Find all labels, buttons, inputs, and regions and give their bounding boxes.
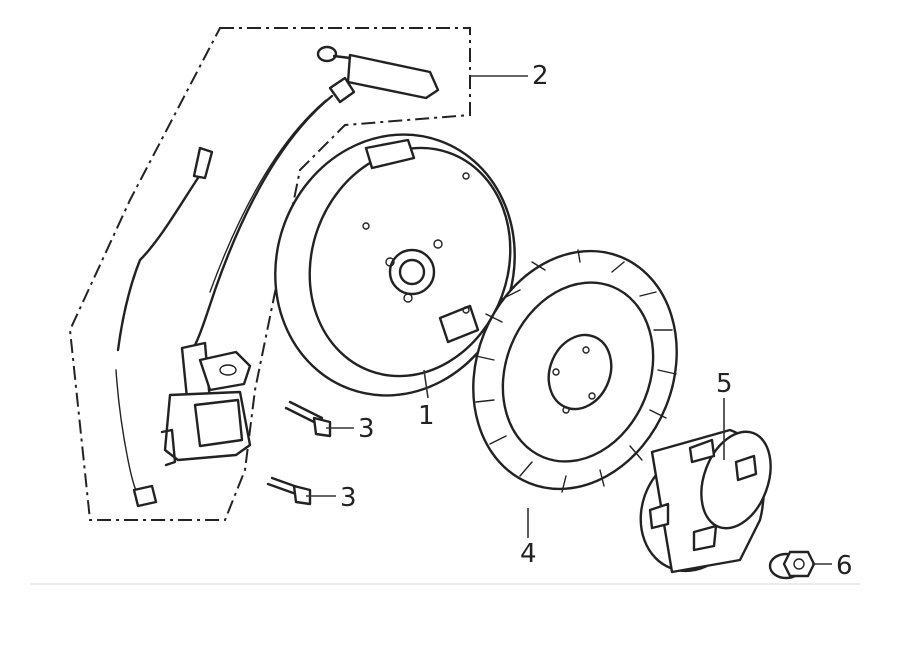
- starter-pulley: [639, 428, 772, 574]
- flange-nut: [768, 550, 816, 580]
- callout-3a: 3: [358, 414, 375, 444]
- coil-bolt-lower: [266, 476, 312, 506]
- spark-plug-cap: [193, 45, 440, 347]
- callout-3b: 3: [340, 483, 357, 513]
- ground-wire: [115, 146, 214, 508]
- leader-lines: [306, 75, 832, 565]
- callout-4: 4: [520, 539, 537, 569]
- callout-1: 1: [418, 401, 435, 431]
- coil-bolt-upper: [284, 400, 332, 438]
- callout-2: 2: [532, 61, 549, 91]
- callout-6: 6: [836, 551, 853, 581]
- stator-housing: [274, 133, 516, 397]
- ignition-coil: [160, 341, 252, 467]
- callout-5: 5: [716, 369, 733, 399]
- assembly-boundary: [68, 27, 471, 521]
- flywheel-fan: [472, 249, 678, 493]
